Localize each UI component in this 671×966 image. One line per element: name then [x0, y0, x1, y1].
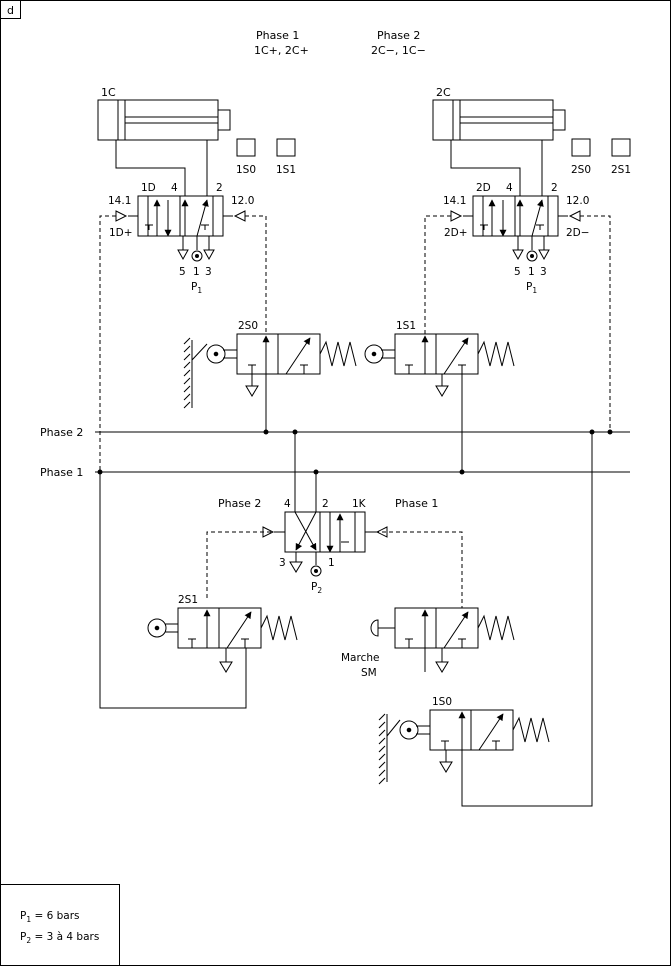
- valve-2S0-label: 2S0: [238, 320, 258, 332]
- cylinder-1C-label: 1C: [101, 86, 116, 99]
- valve-1S1-label: 1S1: [396, 320, 416, 332]
- valve-1D-pilot-right: 12.0: [231, 195, 254, 207]
- memory-right-label: Phase 1: [395, 497, 438, 510]
- valve-1D-pilot-left: 14.1: [108, 195, 131, 207]
- memory-valve-1K: [262, 511, 388, 577]
- phase2-header-moves: 2C−, 1C−: [371, 44, 426, 57]
- valve-2D-port2: 2: [551, 182, 558, 194]
- phase2-header-title: Phase 2: [377, 29, 420, 42]
- valve-2D-port1: 1: [528, 266, 535, 278]
- pilot-lines: [99, 215, 611, 608]
- valve-1D-name: 1D: [141, 182, 156, 194]
- legend-box: [0, 884, 120, 966]
- junction-dots: [97, 429, 613, 475]
- phase2-line-label: Phase 2: [40, 426, 83, 439]
- valve-2S0: [183, 333, 357, 409]
- memory-name: 1K: [352, 498, 367, 510]
- cylinder-2C: [432, 99, 566, 141]
- valve-1D-port1: 1: [193, 266, 200, 278]
- valve-2D-port3: 3: [540, 266, 547, 278]
- corner-tab: [0, 0, 21, 19]
- valve-2D-pilot-right: 12.0: [566, 195, 589, 207]
- memory-supply: P2: [311, 581, 322, 595]
- valve-1D-pilot-left-name: 1D+: [109, 227, 133, 239]
- start-label-line1: Marche: [341, 652, 379, 664]
- start-label-line2: SM: [361, 667, 377, 679]
- cylinder-2C-label: 2C: [436, 86, 451, 99]
- cylinder-1C: [97, 99, 231, 141]
- valve-2S1-label: 2S1: [178, 594, 198, 606]
- phase1-header-title: Phase 1: [256, 29, 299, 42]
- valve-1D-port3: 3: [205, 266, 212, 278]
- valve-1S1: [364, 333, 515, 397]
- sensor-box-2S1: [611, 138, 631, 157]
- valve-1S0: [378, 709, 550, 785]
- valve-2D-pilot-left: 14.1: [443, 195, 466, 207]
- sensor-label-2S0: 2S0: [571, 164, 591, 176]
- valve-2D-port4: 4: [506, 182, 513, 194]
- valve-1D-port2: 2: [216, 182, 223, 194]
- sensor-label-2S1: 2S1: [611, 164, 631, 176]
- legend-p2: P2 = 3 à 4 bars: [20, 931, 99, 945]
- memory-port2: 2: [322, 498, 329, 510]
- sensor-box-1S1: [276, 138, 296, 157]
- valve-2D-pilot-right-name: 2D−: [566, 227, 590, 239]
- valve-2D-supply: P1: [526, 281, 537, 295]
- phase1-header-moves: 1C+, 2C+: [254, 44, 309, 57]
- memory-left-label: Phase 2: [218, 497, 261, 510]
- corner-label: d: [7, 4, 14, 17]
- valve-2S1: [147, 607, 298, 673]
- phase1-line-label: Phase 1: [40, 466, 83, 479]
- sensor-box-1S0: [236, 138, 256, 157]
- memory-port3: 3: [279, 557, 286, 569]
- valve-1D: [115, 195, 246, 262]
- valve-1D-port4: 4: [171, 182, 178, 194]
- valve-1D-supply: P1: [191, 281, 202, 295]
- valve-2D-pilot-left-name: 2D+: [444, 227, 468, 239]
- valve-1S0-label: 1S0: [432, 696, 452, 708]
- memory-port1: 1: [328, 557, 335, 569]
- start-valve-SM: [370, 607, 515, 673]
- valve-2D: [450, 195, 581, 262]
- sensor-box-2S0: [571, 138, 591, 157]
- valve-2D-name: 2D: [476, 182, 491, 194]
- memory-port4: 4: [284, 498, 291, 510]
- valve-1D-port5: 5: [179, 266, 186, 278]
- sensor-label-1S0: 1S0: [236, 164, 256, 176]
- valve-2D-port5: 5: [514, 266, 521, 278]
- sensor-label-1S1: 1S1: [276, 164, 296, 176]
- legend-p1: P1 = 6 bars: [20, 910, 80, 924]
